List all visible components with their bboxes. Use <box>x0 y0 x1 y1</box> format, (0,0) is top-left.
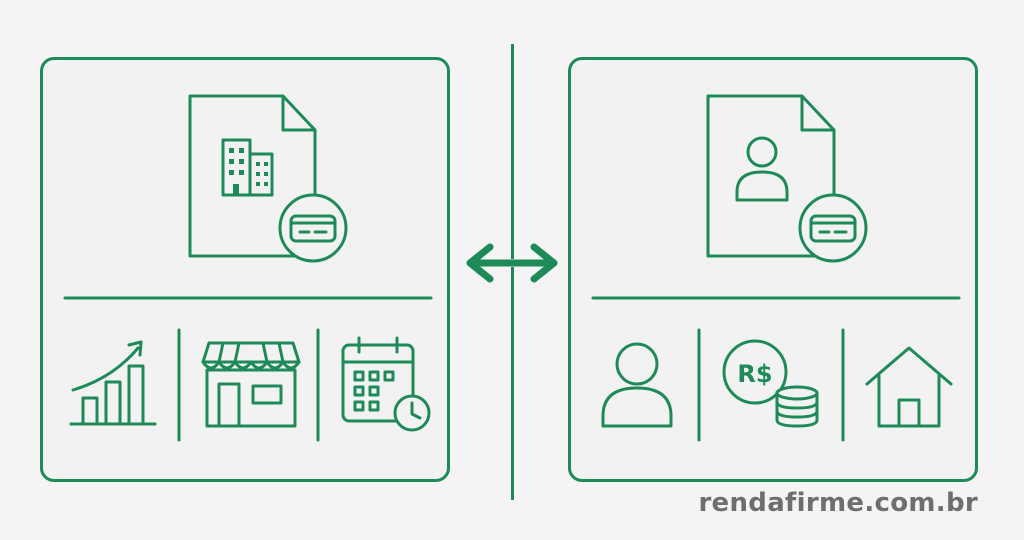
left-panel <box>40 57 450 482</box>
center-divider <box>511 44 514 500</box>
person-document-icon <box>706 94 836 258</box>
id-card-badge-icon <box>278 193 348 263</box>
double-arrow-icon <box>466 243 558 283</box>
id-card-badge-icon <box>798 193 868 263</box>
storefront-icon <box>201 341 301 428</box>
money-coins-icon: R$ <box>722 339 819 428</box>
calendar-clock-icon <box>341 336 431 432</box>
growth-chart-icon <box>69 340 157 426</box>
person-icon <box>601 342 673 428</box>
currency-label: R$ <box>737 360 772 388</box>
watermark: rendafirme.com.br <box>698 488 978 518</box>
company-document-icon <box>188 94 317 258</box>
right-panel: R$ <box>568 57 978 482</box>
house-icon <box>865 346 953 428</box>
